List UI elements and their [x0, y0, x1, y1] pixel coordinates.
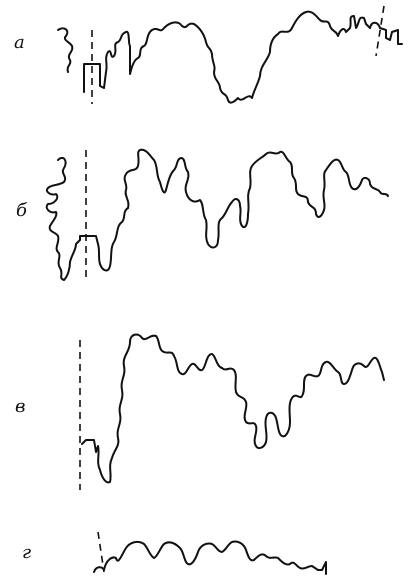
panel-a-umbilical-axis: [375, 5, 385, 57]
panel-b-drawing: [45, 148, 389, 282]
panel-b-suture-main: [123, 148, 389, 249]
panel-a-suture-line: [83, 10, 403, 104]
panel-g-siphonal-axis: [97, 531, 105, 573]
panel-g-suture-line: [93, 540, 327, 575]
panel-v-suture-line: [81, 333, 385, 484]
panel-label-v: в: [15, 396, 26, 417]
panel-v-drawing: [79, 333, 385, 490]
panel-label-b: б: [16, 200, 27, 221]
panel-a-drawing: [57, 5, 403, 104]
panel-b-suture-left: [45, 156, 129, 281]
panel-label-a: а: [14, 32, 25, 53]
panel-g-drawing: [93, 531, 327, 575]
panel-a-suture-fragment: [57, 27, 74, 73]
panel-label-g: г: [22, 542, 32, 563]
